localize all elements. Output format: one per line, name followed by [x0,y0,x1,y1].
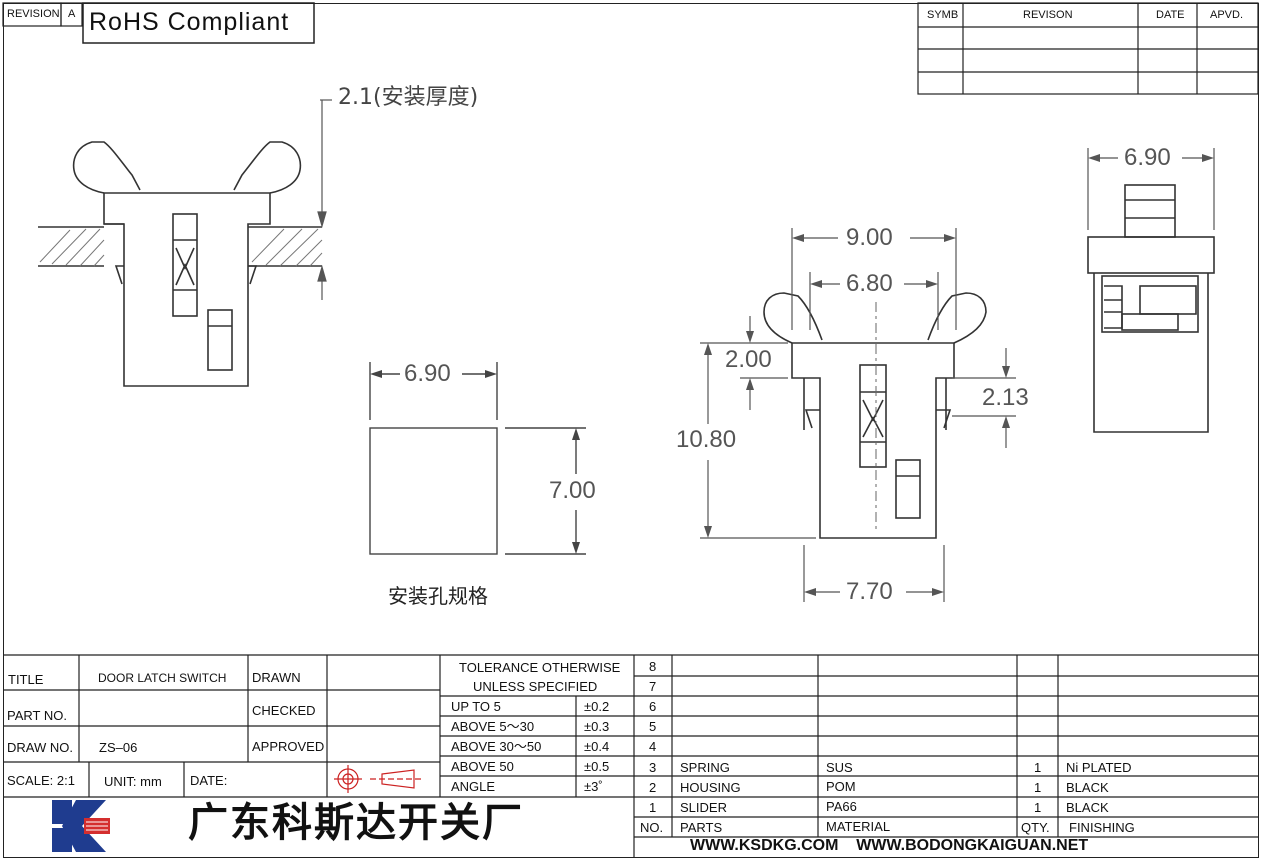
bom-material: PA66 [826,799,857,814]
bom-row-number: 4 [649,739,657,754]
tolerance-value: ±3˚ [584,779,603,794]
revision-label: REVISION [7,8,60,20]
draw-no-label: DRAW NO. [7,740,73,755]
tolerance-range: ABOVE 5～30 [451,719,535,734]
front-bottom-width-dim: 7.70 [846,578,893,605]
bom-finish: BLACK [1066,800,1109,815]
revision-value: A [68,8,76,20]
company-logo [52,800,110,852]
company-websites: WWW.KSDKG.COM WWW.BODONGKAIGUAN.NET [690,837,1089,854]
tolerance-value: ±0.3 [584,719,610,734]
front-dim-2-13: 2.13 [982,384,1029,411]
bom-qty: 1 [1034,760,1042,775]
side-width-dim: 6.90 [1124,144,1171,171]
bom-material: POM [826,779,856,794]
bom-row-number: 6 [649,699,657,714]
bom-header-material: MATERIAL [826,819,891,834]
bom-row-number: 5 [649,719,657,734]
rev-table-revison: REVISON [1023,9,1073,21]
tolerance-value: ±0.2 [584,699,610,714]
front-width-inner-dim: 6.80 [846,270,893,297]
date-label: DATE: [190,773,228,788]
draw-no-value: ZS–06 [99,740,138,755]
drawn-label: DRAWN [252,670,301,685]
bom-qty: 1 [1034,800,1042,815]
rev-table-apvd: APVD. [1210,9,1244,21]
rohs-compliant-label: RoHS Compliant [89,8,290,36]
rev-table-symb: SYMB [927,9,959,21]
bom-no: 1 [649,800,657,815]
title-value: DOOR LATCH SWITCH [98,671,227,685]
front-dim-2-00: 2.00 [725,346,772,373]
company-name: 广东科斯达开关厂 [188,800,524,846]
bom-part: SPRING [680,760,730,775]
bom-no: 3 [649,760,657,775]
bom-row-number: 7 [649,679,657,694]
rev-table-date: DATE [1156,9,1185,21]
tolerance-value: ±0.5 [584,759,610,774]
tolerance-range: UP TO 5 [451,699,501,714]
bom-header-finishing: FINISHING [1069,820,1135,835]
bom-header-qty: QTY. [1021,820,1050,835]
approved-label: APPROVED [252,739,325,754]
hole-width-dim: 6.90 [404,360,451,387]
bom-part: SLIDER [680,800,727,815]
front-width-outer-dim: 9.00 [846,224,893,251]
bom-header-parts: PARTS [680,820,723,835]
checked-label: CHECKED [252,703,316,718]
unit-value: UNIT: mm [104,774,162,789]
bom-row-number: 8 [649,659,657,674]
tolerance-header-2: UNLESS SPECIFIED [473,679,598,694]
projection-symbol [334,765,424,793]
bom-finish: BLACK [1066,780,1109,795]
tolerance-range: ANGLE [451,779,496,794]
tolerance-value: ±0.4 [584,739,610,754]
part-no-label: PART NO. [7,708,67,723]
tolerance-range: ABOVE 50 [451,759,514,774]
tolerance-range: ABOVE 30～50 [451,739,542,754]
title-label: TITLE [8,672,44,687]
hole-caption: 安装孔规格 [388,584,488,608]
bom-finish: Ni PLATED [1066,760,1132,775]
tolerance-header-1: TOLERANCE OTHERWISE [459,660,621,675]
drawing-sheet [3,3,1259,858]
bom-no: 2 [649,780,657,795]
thickness-note: 2.1(安装厚度) [338,85,479,110]
bom-qty: 1 [1034,780,1042,795]
bom-material: SUS [826,760,853,775]
scale-value: SCALE: 2:1 [7,773,75,788]
bom-part: HOUSING [680,780,741,795]
hole-height-dim: 7.00 [549,477,596,504]
bom-header-no: NO. [640,820,664,835]
front-height-dim: 10.80 [676,426,737,453]
